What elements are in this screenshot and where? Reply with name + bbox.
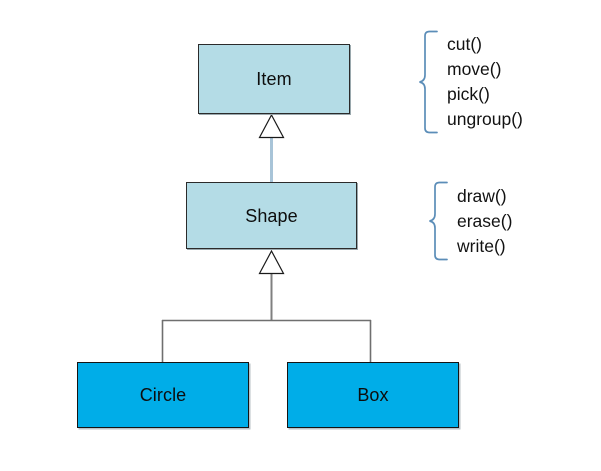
curly-brace-icon [419,30,438,134]
method-erase: erase() [457,210,513,231]
method-pick: pick() [447,84,490,104]
generalization-shape-to-item [258,113,285,182]
item-method-list: cut() move() pick() ungroup() [447,32,523,132]
annotation-shape-methods: draw() erase() write() [428,181,512,261]
method-draw: draw() [457,185,507,206]
class-label-item: Item [256,69,292,89]
class-box-item[interactable]: Item [198,44,350,114]
class-box-shape[interactable]: Shape [186,182,357,249]
method-move: move() [447,59,502,79]
hollow-triangle-arrowhead-shape [258,249,285,275]
class-box-circle[interactable]: Circle [77,362,249,428]
hollow-triangle-arrowhead-item [258,113,285,139]
generalization-subclasses-to-shape [161,249,372,362]
class-label-box: Box [357,385,389,405]
class-box-box[interactable]: Box [287,362,459,428]
curly-brace-icon [429,181,448,261]
method-ungroup: ungroup() [447,109,523,129]
class-label-circle: Circle [139,385,187,405]
method-cut: cut() [447,34,482,54]
shape-method-list: draw() erase() write() [457,184,512,259]
method-write: write() [457,235,506,256]
class-label-shape: Shape [245,205,298,226]
annotation-item-methods: cut() move() pick() ungroup() [418,30,523,134]
